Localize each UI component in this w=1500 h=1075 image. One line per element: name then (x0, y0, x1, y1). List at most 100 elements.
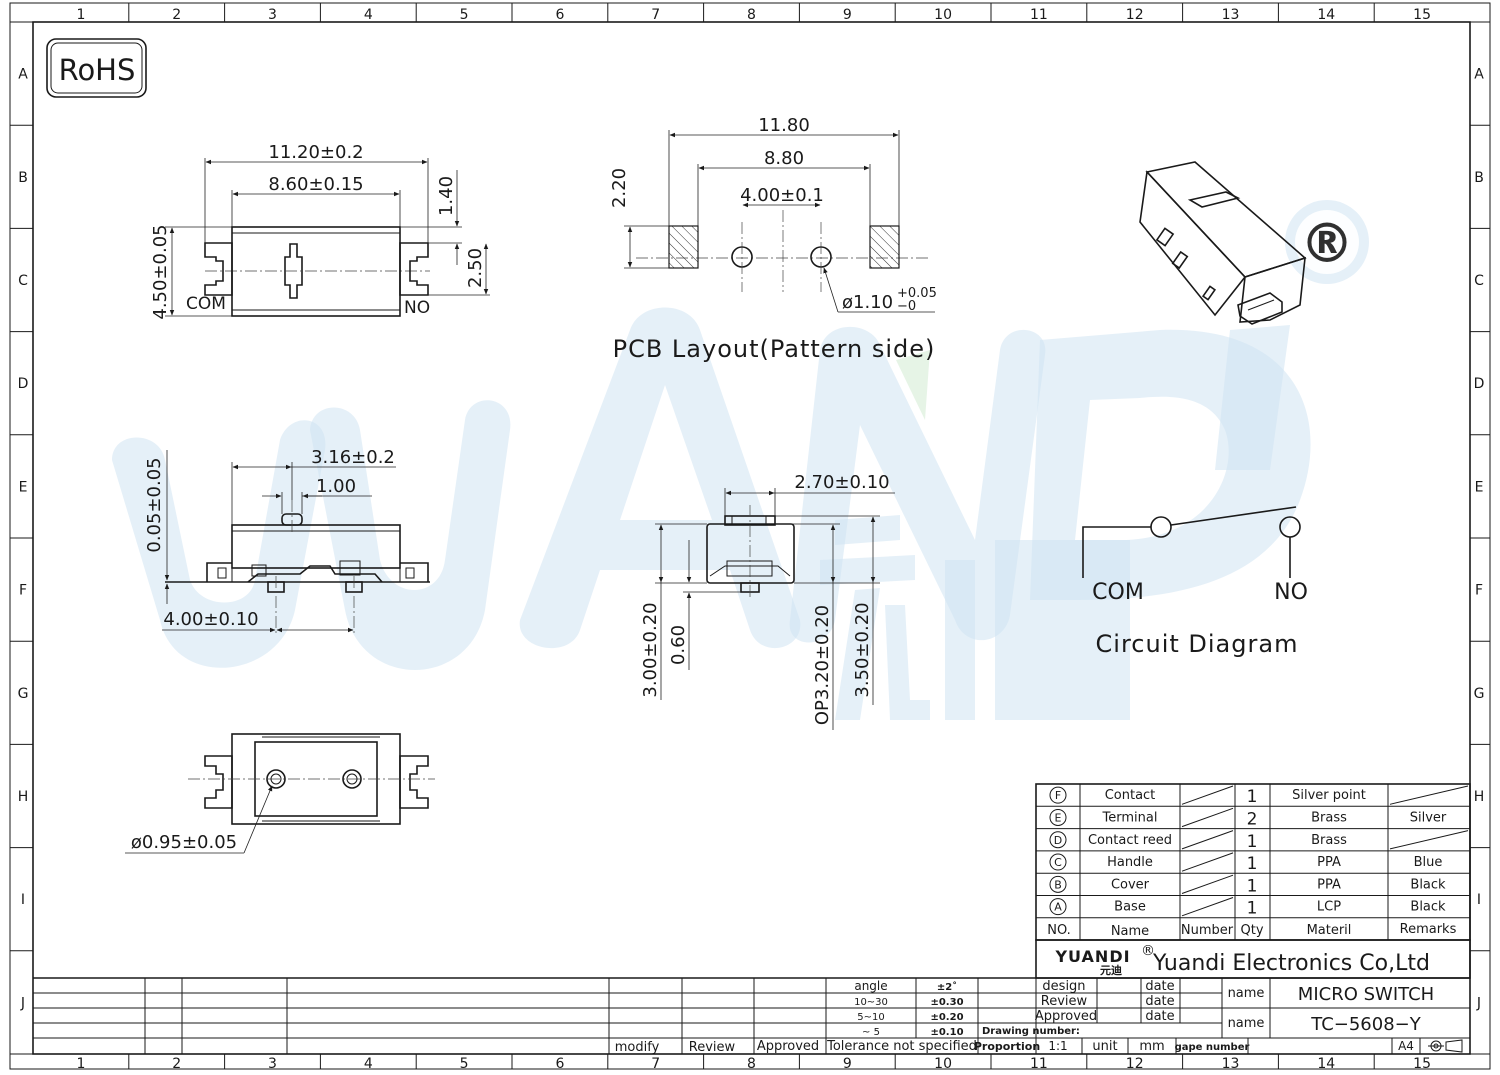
circuit-com: COM (1092, 580, 1144, 605)
title-approved-col: Approved (757, 1039, 819, 1054)
bom-no: D (1054, 834, 1062, 847)
title-name-label-2: name (1228, 1016, 1265, 1031)
grid-row-label-right: B (1474, 170, 1484, 186)
grid-row-label-right: J (1476, 995, 1481, 1011)
grid-col-label-bottom: 2 (172, 1056, 181, 1072)
tol-value: ±0.30 (930, 997, 963, 1008)
dim-standoff: 0.60 (668, 625, 689, 665)
grid-col-label-bottom: 14 (1317, 1056, 1335, 1072)
bom-header-material: Materil (1307, 923, 1352, 938)
company-logo: YUANDI (1054, 947, 1130, 966)
grid-row-label-right: C (1474, 273, 1484, 289)
dim-hole-tol-plus: +0.05 (897, 286, 937, 301)
grid-row-label-left: C (18, 273, 28, 289)
grid-col-label-top: 9 (843, 7, 852, 23)
grid-row-label-right: A (1474, 67, 1484, 83)
bom-header-number: Number (1181, 923, 1234, 938)
grid-col-label-top: 7 (651, 7, 660, 23)
grid-col-label-top: 4 (364, 7, 373, 23)
bom-material: LCP (1317, 900, 1341, 915)
dim-terminal: 2.50 (465, 248, 486, 288)
dim-hole-main: ø1.10 (842, 292, 893, 313)
pcb-layout: 11.80 8.80 4.00±0.1 2.20 ø1.10 +0.05 −0 … (609, 115, 937, 363)
grid-col-label-top: 3 (268, 7, 277, 23)
tol-range: 5~10 (857, 1012, 884, 1023)
grid-col-label-top: 10 (934, 7, 952, 23)
bottom-view: ø0.95±0.05 (125, 733, 435, 854)
grid-col-label-bottom: 10 (934, 1056, 952, 1072)
grid-col-label-bottom: 3 (268, 1056, 277, 1072)
bom-material: Silver point (1292, 788, 1366, 803)
bom-qty: 1 (1247, 787, 1258, 807)
dim-outer: 11.80 (758, 115, 810, 136)
dim-width: 11.20±0.2 (268, 142, 363, 163)
grid-col-label-top: 14 (1317, 7, 1335, 23)
title-page-number: gape number (1175, 1042, 1250, 1053)
grid-row-label-left: D (18, 376, 29, 392)
grid-ticks (10, 3, 1490, 1069)
grid-col-label-top: 11 (1030, 7, 1048, 23)
title-tolerance: Tolerance not specified (826, 1039, 977, 1054)
grid-col-label-bottom: 7 (651, 1056, 660, 1072)
grid-col-label-bottom: 8 (747, 1056, 756, 1072)
bom-remarks: Blue (1414, 855, 1443, 870)
dim-pin-pitch: 4.00±0.10 (163, 609, 258, 630)
bom-item-marker (1049, 875, 1067, 893)
grid-col-label-top: 8 (747, 7, 756, 23)
top-no-label: NO (404, 298, 430, 318)
bom-no: C (1054, 856, 1062, 869)
dim-front-width: 2.70±0.10 (794, 472, 889, 493)
bom-material: PPA (1317, 877, 1341, 892)
grid-row-label-left: A (18, 67, 28, 83)
grid-col-label-bottom: 15 (1413, 1056, 1431, 1072)
dim-hole-bottom: ø0.95±0.05 (131, 832, 237, 853)
grid-row-label-right: I (1477, 892, 1481, 908)
watermark-registered: ® (1300, 212, 1354, 275)
grid-col-label-top: 1 (76, 7, 85, 23)
grid-col-label-top: 2 (172, 7, 181, 23)
bom-material: Brass (1311, 833, 1347, 848)
bom-name: Handle (1107, 855, 1153, 870)
dim-inner-width: 8.60±0.15 (268, 174, 363, 195)
grid-col-label-top: 5 (460, 7, 469, 23)
bom-name: Cover (1111, 877, 1150, 892)
circuit-no: NO (1274, 580, 1308, 605)
side-view: 3.16±0.2 1.00 0.05±0.05 4.00±0.10 (144, 447, 430, 636)
title-approved: Approved (1035, 1009, 1097, 1024)
grid-row-label-left: I (21, 892, 25, 908)
bom-remarks: Silver (1410, 810, 1447, 825)
rohs-badge: RoHS (46, 38, 147, 98)
dim-pitch: 4.00±0.1 (740, 185, 824, 206)
title-part-name: MICRO SWITCH (1298, 984, 1434, 1005)
dim-actuator: 1.00 (316, 476, 356, 497)
bom-name: Contact reed (1088, 833, 1172, 848)
grid-col-label-top: 13 (1222, 7, 1240, 23)
tol-range: 10~30 (854, 997, 888, 1008)
company-name: Yuandi Electronics Co,Ltd (1152, 951, 1430, 976)
grid-row-label-left: H (18, 789, 29, 805)
dim-offset: 3.16±0.2 (311, 447, 395, 468)
pcb-caption: PCB Layout(Pattern side) (613, 335, 936, 363)
bom-header-qty: Qty (1240, 923, 1263, 938)
bom-qty: 2 (1247, 809, 1258, 829)
tol-value: ±2˚ (937, 981, 957, 993)
bom-qty: 1 (1247, 854, 1258, 874)
company-logo-reg: ® (1141, 943, 1155, 959)
bom-name: Contact (1105, 788, 1156, 803)
circuit-diagram: COM NO Circuit Diagram (1082, 506, 1308, 658)
watermark: ® (112, 200, 1369, 720)
bom-qty: 1 (1247, 899, 1258, 919)
title-date-3: date (1145, 1009, 1174, 1024)
rohs-label: RoHS (59, 53, 136, 87)
front-view: 2.70±0.10 3.00±0.20 0.60 OP3.20±0.20 3.5… (640, 472, 895, 730)
tol-value: ±0.20 (930, 1012, 963, 1023)
dim-flatness: 0.05±0.05 (144, 457, 165, 552)
bom-no: A (1054, 901, 1062, 914)
bom-remarks: Black (1410, 900, 1446, 915)
title-scale: 1:1 (1048, 1039, 1067, 1053)
bom-no: E (1055, 811, 1062, 824)
title-name-label-1: name (1228, 986, 1265, 1001)
title-date-1: date (1145, 979, 1174, 994)
